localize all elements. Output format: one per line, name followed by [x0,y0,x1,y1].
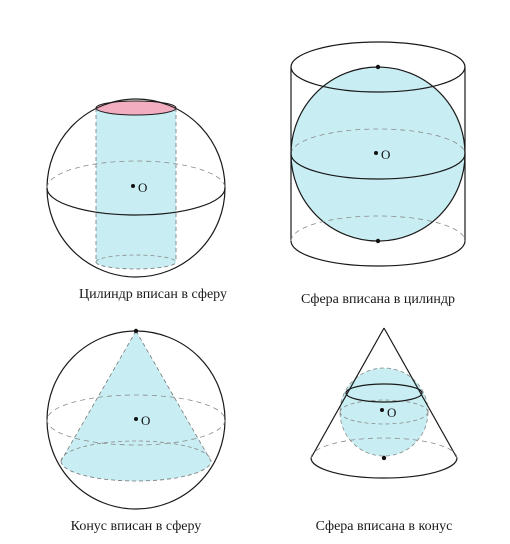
sphere-fill [290,66,466,242]
cone-left-edge [310,327,385,459]
center-label: O [138,180,147,195]
sphere-fill [339,367,429,457]
base-tangent-point [381,455,387,461]
figure-sphere-in-cone: O Сфера вписана в конус [310,327,458,534]
cone-right-edge [383,327,458,459]
cone-base-front [60,460,212,482]
sphere-equator-front [339,411,429,425]
figure-sphere-in-cylinder: O Сфера вписана в цилиндр [290,41,466,307]
center-point [131,184,135,188]
cone-base-back [310,437,458,459]
center-point [374,151,378,155]
cylinder-body [96,108,176,269]
figure-caption: Цилиндр вписан в сферу [79,287,227,302]
cylinder-bottom-back [290,215,466,242]
sphere-equator-front [290,153,466,180]
tangency-circle [345,383,423,403]
sphere-equator-back [339,399,429,413]
cylinder-bottom-back [95,254,177,263]
figure-cone-in-sphere: O Конус вписан в сферу [46,328,226,534]
figure-caption: Сфера вписана в конус [316,519,453,534]
sphere-equator-front [46,187,226,216]
bottom-tangent-point [375,238,381,244]
figure-cylinder-in-sphere: O Цилиндр вписан в сферу [46,98,227,302]
center-label: O [141,413,150,428]
cylinder-bottom-front [290,240,466,267]
center-point [380,408,384,412]
figure-caption: Сфера вписана в цилиндр [301,292,455,307]
cylinder-bottom-front [95,261,177,270]
cone-base-back [60,440,212,462]
top-tangent-point [375,64,381,70]
center-label: O [381,147,390,162]
cone-base-front [310,457,458,479]
sphere-equator [46,394,226,446]
figure-caption: Конус вписан в сферу [71,519,202,534]
center-label: O [387,405,396,420]
cone-apex-point [133,328,139,334]
center-point [134,417,138,421]
sphere-equator-back [290,128,466,155]
cone-body [61,331,211,481]
